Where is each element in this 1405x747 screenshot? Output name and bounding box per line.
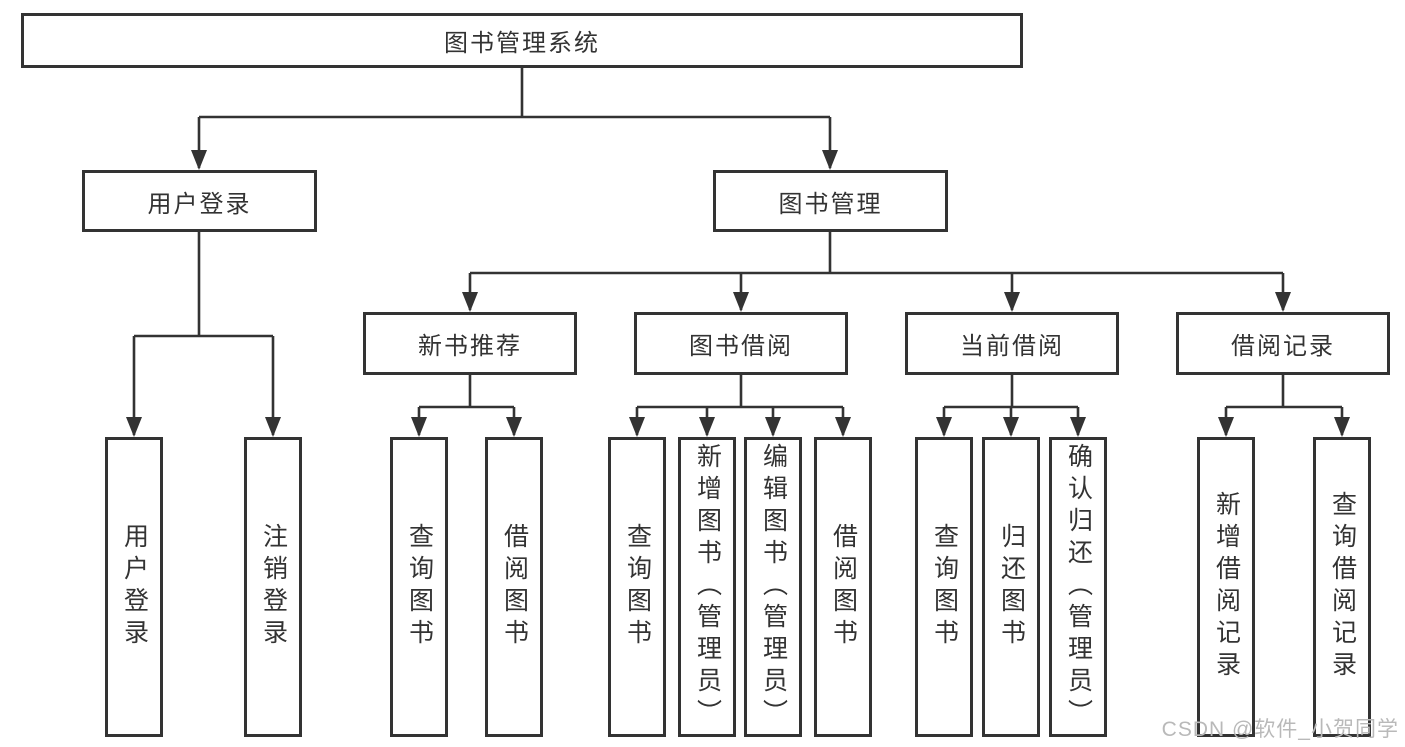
leaf-return-books: 归还图书	[982, 437, 1040, 737]
leaf-return-books-label: 归还图书	[997, 523, 1026, 651]
leaf-logout-label: 注销登录	[259, 523, 288, 651]
leaf-query-borrow-record-label: 查询借阅记录	[1328, 491, 1357, 683]
node-system-root-label: 图书管理系统	[444, 30, 600, 57]
leaf-add-borrow-record: 新增借阅记录	[1197, 437, 1255, 737]
leaf-edit-books-admin-label: 编辑图书（管理员）	[759, 443, 788, 731]
leaf-borrow-books-1: 借阅图书	[485, 437, 543, 737]
node-book-management-label: 图书管理	[778, 190, 883, 218]
node-borrowing-records-label: 借阅记录	[1231, 333, 1335, 360]
node-new-book-recommend: 新书推荐	[363, 312, 577, 375]
node-user-login: 用户登录	[82, 170, 317, 232]
leaf-add-borrow-record-label: 新增借阅记录	[1212, 491, 1241, 683]
leaf-borrow-books-1-label: 借阅图书	[500, 523, 529, 651]
node-current-borrowing: 当前借阅	[905, 312, 1119, 375]
leaf-confirm-return-admin-label: 确认归还（管理员）	[1064, 443, 1093, 731]
leaf-query-books-2-label: 查询图书	[623, 523, 652, 651]
node-system-root: 图书管理系统	[21, 13, 1023, 68]
leaf-add-books-admin-label: 新增图书（管理员）	[693, 443, 722, 731]
leaf-query-borrow-record: 查询借阅记录	[1313, 437, 1371, 737]
leaf-query-books-3-label: 查询图书	[930, 523, 959, 651]
leaf-borrow-books-2-label: 借阅图书	[829, 523, 858, 651]
leaf-query-books-1-label: 查询图书	[405, 523, 434, 651]
leaf-borrow-books-2: 借阅图书	[814, 437, 872, 737]
node-user-login-label: 用户登录	[147, 190, 252, 218]
leaf-add-books-admin: 新增图书（管理员）	[678, 437, 736, 737]
arrowheads	[126, 150, 1350, 437]
leaf-query-books-3: 查询图书	[915, 437, 973, 737]
leaf-confirm-return-admin: 确认归还（管理员）	[1049, 437, 1107, 737]
node-book-borrowing: 图书借阅	[634, 312, 848, 375]
leaf-user-login: 用户登录	[105, 437, 163, 737]
leaf-query-books-1: 查询图书	[390, 437, 448, 737]
csdn-watermark: CSDN @软件_小贺同学	[1161, 718, 1399, 741]
node-book-borrowing-label: 图书借阅	[689, 333, 793, 360]
node-current-borrowing-label: 当前借阅	[960, 333, 1064, 360]
leaf-edit-books-admin: 编辑图书（管理员）	[744, 437, 802, 737]
leaf-user-login-label: 用户登录	[120, 523, 149, 651]
leaf-logout: 注销登录	[244, 437, 302, 737]
node-borrowing-records: 借阅记录	[1176, 312, 1390, 375]
node-book-management: 图书管理	[713, 170, 948, 232]
leaf-query-books-2: 查询图书	[608, 437, 666, 737]
node-new-book-recommend-label: 新书推荐	[418, 333, 522, 360]
